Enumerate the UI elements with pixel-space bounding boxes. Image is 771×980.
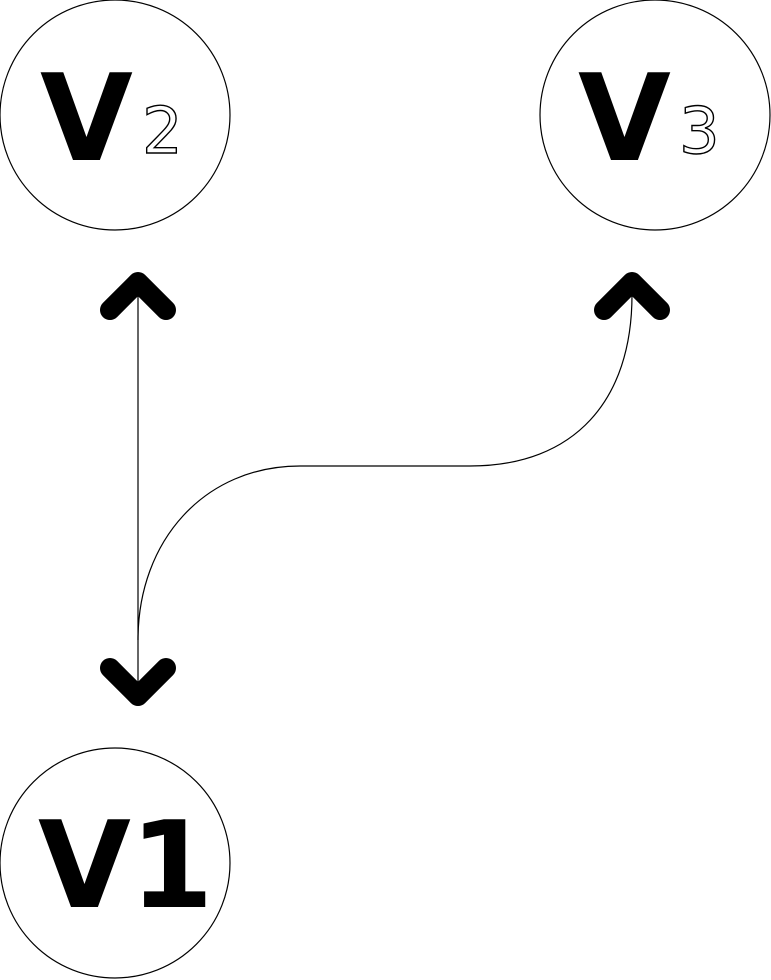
node-v2-circle xyxy=(0,0,231,231)
arrowhead-up-v3 xyxy=(594,272,670,320)
node-v1-letter: V xyxy=(38,797,131,936)
node-v1: V 1 xyxy=(0,747,231,979)
arrowheads xyxy=(100,272,670,706)
node-v3-letter: V xyxy=(578,50,671,189)
node-v2-subscript: 2 xyxy=(142,95,183,169)
arrowhead-up-v2 xyxy=(100,272,176,320)
node-v1-subscript: 1 xyxy=(130,797,214,936)
node-v3-circle xyxy=(539,0,771,231)
node-v1-circle xyxy=(0,747,231,979)
node-v3: V 3 xyxy=(539,0,771,231)
node-v3-subscript: 3 xyxy=(679,95,720,169)
node-v2: V 2 xyxy=(0,0,231,231)
node-v2-letter: V xyxy=(40,50,133,189)
arrowhead-down-v1 xyxy=(100,658,176,706)
edges xyxy=(137,290,633,690)
edge-v1-v3 xyxy=(137,294,633,641)
